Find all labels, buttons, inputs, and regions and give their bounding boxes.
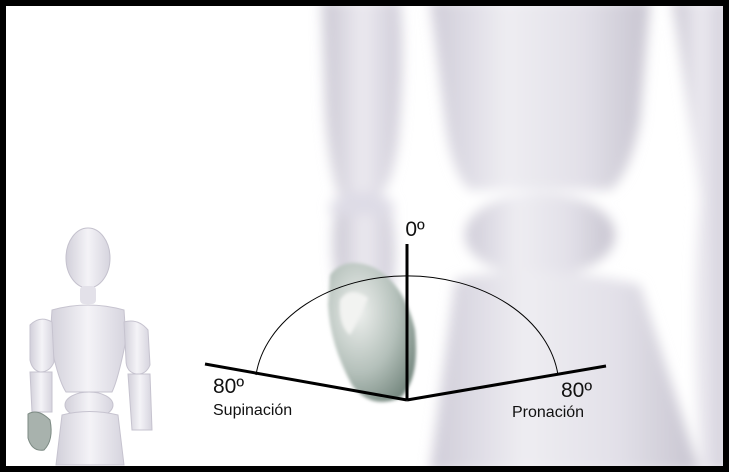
pronation-angle-label: 80º	[561, 379, 592, 402]
pronation-label: Pronación	[512, 404, 584, 421]
supination-angle-label: 80º	[213, 375, 244, 398]
supination-label: Supinación	[213, 402, 292, 419]
neutral-angle-label: 0º	[405, 218, 425, 241]
